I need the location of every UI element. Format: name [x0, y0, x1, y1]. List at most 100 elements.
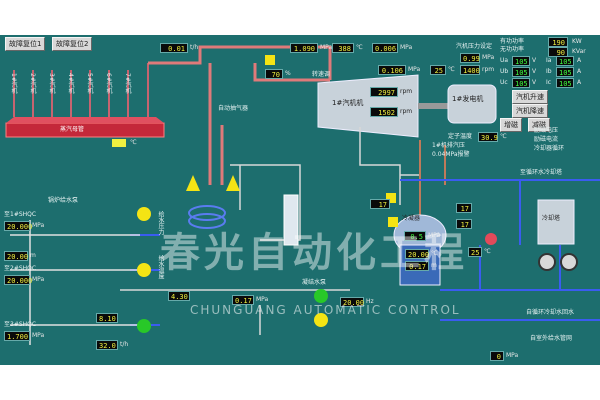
phase-ic-value: 105	[556, 78, 574, 88]
branch-label-6: 6#汽机	[105, 73, 112, 94]
generator-name: 1#发电机	[452, 95, 484, 103]
valve-label: 转速调	[312, 71, 331, 78]
condenser-valve-icon[interactable]	[388, 217, 398, 227]
main-steam-pressure: 1.090	[290, 43, 318, 53]
aux-pressure-unit: MPa	[400, 44, 413, 51]
generator-body	[447, 84, 497, 124]
condenser-vacuum-unit: MPa	[256, 296, 269, 303]
excitation-decrease-button[interactable]: 减磁	[528, 118, 550, 132]
cooling-pump-icon[interactable]	[485, 233, 497, 245]
feed-dest-2: 至2#SHQC	[4, 265, 37, 272]
feed-pressure-unit-1: MPa	[32, 222, 45, 229]
condenser-level: 0.17	[405, 261, 429, 271]
turbine-speed-2: 1502	[370, 107, 398, 117]
exhaust-valve-icon[interactable]	[386, 193, 396, 203]
exciter-label: 自动抽气器	[218, 105, 249, 112]
branch-label-2: 2#汽机	[29, 73, 36, 94]
feed-dest-3: 至3#SHQC	[4, 321, 37, 328]
excitation-increase-button[interactable]: 增磁	[500, 118, 522, 132]
cooling-temp: 25	[468, 247, 482, 257]
feed-flow-2: 4.30	[168, 291, 190, 301]
ejector-left-icon	[186, 175, 200, 191]
condenser-temp-unit: ℃	[431, 250, 438, 257]
cooling-water-pipes	[419, 140, 446, 225]
scada-screen: 故障复位1 故障复位2 1#汽机 2#汽机 3#汽机 4#汽机 5#汽机 6#汽…	[0, 35, 600, 365]
main-steam-pipe	[148, 45, 332, 185]
active-power-value: 190	[548, 37, 568, 47]
feed-pressure-1: 20.000	[4, 221, 32, 231]
condensate-pump-label: 凝结水泵	[302, 279, 327, 286]
condenser-pressure: 0.5	[404, 231, 426, 241]
ejector-coil-1	[188, 205, 226, 221]
branch-label-4: 4#汽机	[67, 73, 74, 94]
exhaust-label: 1#机排汽压	[432, 142, 465, 149]
condenser-level-unit: m	[431, 262, 437, 269]
reactive-power-unit: KVar	[572, 48, 586, 55]
phase-ub-value: 105	[512, 67, 530, 77]
phase-ua-unit: V	[532, 57, 537, 64]
active-power-unit: KW	[572, 38, 582, 45]
phase-uc-value: 105	[512, 78, 530, 88]
phase-ib-value: 105	[556, 67, 574, 77]
cooling-temp-unit: ℃	[484, 248, 491, 255]
phase-ua-label: Ua	[500, 57, 509, 64]
phase-ia-value: 105	[556, 56, 574, 66]
phase-ic-label: Ic	[546, 79, 552, 86]
watermark-cn: 春光自动化工程	[160, 230, 468, 276]
fault-reset-2-button[interactable]: 故障复位2	[52, 37, 93, 51]
main-steam-flow-unit: t/h	[190, 44, 199, 51]
fault-reset-1-button[interactable]: 故障复位1	[5, 37, 46, 51]
branch-label-1: 1#汽机	[10, 73, 17, 94]
header-temp-box	[112, 139, 126, 147]
reactive-power-label: 无功功率	[500, 46, 525, 53]
feed-side-label-1: 给水压力	[157, 211, 164, 235]
steam-header-name: 蒸汽母管	[60, 126, 85, 133]
condenser-side-2: 17	[456, 203, 472, 213]
condenser-vacuum: 0.17	[232, 295, 254, 305]
status-line-3: 冷却器循环	[534, 145, 565, 152]
main-valve-opening: 70	[265, 69, 283, 79]
cooling-return-label: 自循环冷却水回水	[526, 309, 575, 316]
header-temp-unit: ℃	[130, 139, 137, 146]
status-line-1: 励磁电压	[534, 127, 559, 134]
turbine-speed-unit-2: rpm	[400, 108, 413, 115]
condensate-pump-1[interactable]	[314, 313, 328, 327]
feed-pressure-2: 20.000	[4, 275, 32, 285]
branch-label-7: 7#汽机	[124, 73, 131, 94]
cooling-tower-label: 至循环水冷却塔	[520, 169, 563, 176]
feed-pump-3[interactable]	[137, 319, 151, 333]
feed-pump-1[interactable]	[137, 207, 151, 221]
feed-side-label-2: 给水温度	[157, 255, 164, 279]
feed-pump-2[interactable]	[137, 263, 151, 277]
feed-pressure-unit-2: MPa	[32, 276, 45, 283]
branch-pipes	[13, 63, 149, 117]
condensate-pump-2[interactable]	[314, 289, 328, 303]
main-valve-unit: %	[285, 70, 291, 77]
cooling-supply-label: 自室外给水管网	[530, 335, 573, 342]
turbine-inlet-temp: 25	[430, 65, 446, 75]
feed-flow-3: 32.0	[96, 340, 118, 350]
cooling-pump-unit: MPa	[506, 352, 519, 359]
turbine-speed-down-button[interactable]: 汽机降速	[512, 104, 548, 118]
steam-header-top	[6, 117, 164, 123]
turbine-speed-up-button[interactable]: 汽机升速	[512, 90, 548, 104]
feed-pump-title: 锅炉给水泵	[48, 197, 79, 204]
speed-set-unit: rpm	[482, 66, 495, 73]
exhaust-pipes	[120, 127, 420, 335]
exhaust-alarm: 0.04MPa报警	[432, 151, 470, 158]
turbine-inlet-pressure-unit: MPa	[408, 66, 421, 73]
speed-set-value: 1400	[460, 65, 480, 75]
fan-right-icon	[560, 253, 578, 271]
condenser-pressure-unit: MPa	[428, 232, 441, 239]
stator-temp-value: 30.9	[478, 132, 498, 142]
phase-ua-value: 105	[512, 56, 530, 66]
condensate-pump-unit: Hz	[366, 298, 374, 305]
phase-ia-label: Ia	[546, 57, 552, 64]
branch-label-5: 5#汽机	[86, 73, 93, 94]
pressure-set-label: 汽机压力设定	[456, 43, 493, 50]
fan-left-icon	[538, 253, 556, 271]
phase-ub-unit: V	[532, 68, 537, 75]
main-steam-valve-icon[interactable]	[265, 55, 275, 65]
turbine-inlet-pressure: 0.106	[378, 65, 406, 75]
stator-temp-unit: ℃	[500, 133, 507, 140]
